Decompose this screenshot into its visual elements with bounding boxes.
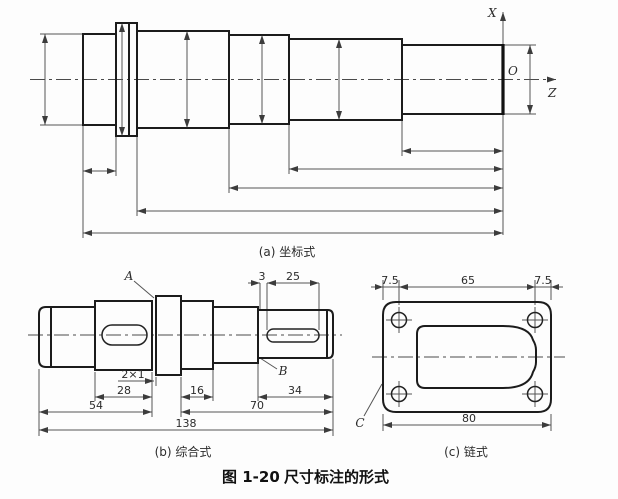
dim-80: 80 xyxy=(462,412,476,425)
dim-7-5-left: 7.5 xyxy=(381,274,399,287)
axis-x-label: X xyxy=(487,6,497,20)
dim-65: 65 xyxy=(461,274,475,287)
panel-b-caption: (b) 综合式 xyxy=(155,444,212,459)
dim-25: 25 xyxy=(286,270,300,283)
dim-138: 138 xyxy=(176,417,197,430)
panel-b-arrowheads xyxy=(39,280,333,433)
figure-caption-title: 尺寸标注的形式 xyxy=(284,468,389,486)
dim-34: 34 xyxy=(288,384,302,397)
panel-a-caption: (a) 坐标式 xyxy=(259,245,316,259)
panel-c-plate-outline xyxy=(382,301,552,413)
panel-a-shaft-outline xyxy=(82,22,504,137)
panel-a-coordinate-style: X O Z (a) 坐标式 xyxy=(30,6,557,259)
panel-b-shaft-outline xyxy=(38,295,334,376)
leader-label-b: B xyxy=(278,364,288,378)
dim-28: 28 xyxy=(117,384,131,397)
figure-caption: 图 1-20 尺寸标注的形式 xyxy=(222,468,389,486)
panel-c-arrowheads xyxy=(375,284,559,428)
dim-groove-2x1: 2×1 xyxy=(121,368,144,381)
panel-c-dimension-lines xyxy=(363,280,563,431)
leader-label-c: C xyxy=(355,416,364,430)
bolt-hole-top-right xyxy=(526,311,544,329)
panel-c-inner-contour xyxy=(416,325,537,389)
bolt-hole-top-left xyxy=(390,311,408,329)
panel-b-combined-style: A B 3 25 2×1 28 16 34 54 70 138 (b) 综合式 xyxy=(28,269,342,459)
dim-54: 54 xyxy=(89,399,103,412)
panel-c-bolt-holes xyxy=(390,311,544,403)
panel-c-caption: (c) 链式 xyxy=(444,444,488,459)
origin-label: O xyxy=(508,64,518,78)
bolt-hole-bottom-left xyxy=(390,385,408,403)
panel-b-keyway-slots xyxy=(101,324,320,346)
dim-7-5-right: 7.5 xyxy=(534,274,552,287)
figure-caption-number: 图 1-20 xyxy=(222,468,280,486)
panel-a-dimension-lines xyxy=(40,12,536,238)
dim-3: 3 xyxy=(259,270,266,283)
dim-16: 16 xyxy=(190,384,204,397)
panel-c-chain-style: 7.5 65 7.5 80 C (c) 链式 xyxy=(355,274,565,459)
dim-70: 70 xyxy=(250,399,264,412)
bolt-hole-bottom-right xyxy=(526,385,544,403)
axis-z-label: Z xyxy=(547,86,557,100)
leader-label-a: A xyxy=(124,269,134,283)
